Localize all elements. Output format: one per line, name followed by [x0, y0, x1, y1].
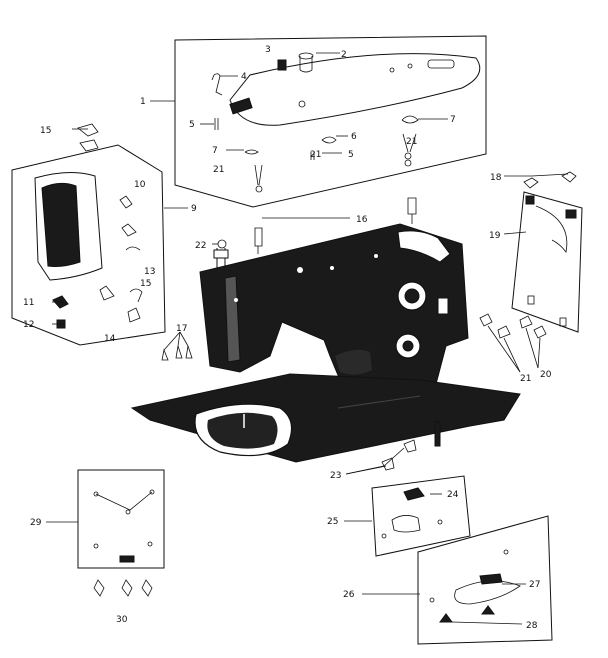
callout-13: 13: [144, 267, 155, 277]
callout-12: 12: [23, 320, 34, 330]
callout-7b: 7: [450, 115, 456, 125]
callout-17: 17: [176, 324, 187, 334]
base-plate-assembly: [77, 469, 165, 597]
callout-6: 6: [351, 132, 357, 142]
callout-26: 26: [343, 590, 355, 600]
needle-plate-assembly: [371, 475, 471, 557]
bed-screws: [381, 439, 417, 471]
callout-22: 22: [195, 241, 206, 251]
callout-21c: 21: [406, 137, 417, 147]
callout-5b: 5: [348, 150, 354, 160]
callout-18: 18: [490, 173, 502, 183]
callout-3: 3: [265, 45, 271, 55]
callout-19: 19: [489, 231, 501, 241]
callout-16: 16: [356, 215, 368, 225]
callout-23: 23: [330, 471, 341, 481]
callout-14: 14: [104, 334, 116, 344]
sewing-machine-head: [199, 197, 469, 396]
callout-5a: 5: [189, 120, 195, 130]
callout-21a: 21: [213, 165, 224, 175]
bottom-plate-assembly: [417, 515, 553, 645]
callout-28: 28: [526, 621, 538, 631]
callout-25: 25: [327, 517, 338, 527]
callout-15b: 15: [140, 279, 151, 289]
top-cover-assembly: [174, 35, 487, 208]
side-cover-assembly: [11, 123, 166, 346]
callout-21b: 21: [310, 150, 321, 160]
callout-10: 10: [134, 180, 146, 190]
callout-4: 4: [241, 72, 247, 82]
callout-24: 24: [447, 490, 459, 500]
callout-2: 2: [341, 50, 347, 60]
presser-foot-parts: [161, 331, 193, 361]
callout-1: 1: [140, 97, 146, 107]
callout-11: 11: [23, 298, 34, 308]
leader-lines: [46, 52, 569, 625]
callout-9: 9: [191, 204, 197, 214]
bed-plate: [130, 373, 521, 463]
callout-labels: 1 2 3 4 5 5 6 7 7 9 10 11 12 13 14 15 15…: [23, 45, 552, 631]
callout-29: 29: [30, 518, 42, 528]
callout-21d: 21: [520, 374, 531, 384]
callout-30: 30: [116, 615, 128, 625]
rear-cover-plate: [511, 171, 583, 333]
callout-15a: 15: [40, 126, 51, 136]
callout-7a: 7: [212, 146, 218, 156]
cover-screws: [479, 313, 547, 339]
callout-27: 27: [529, 580, 540, 590]
callout-20: 20: [540, 370, 552, 380]
